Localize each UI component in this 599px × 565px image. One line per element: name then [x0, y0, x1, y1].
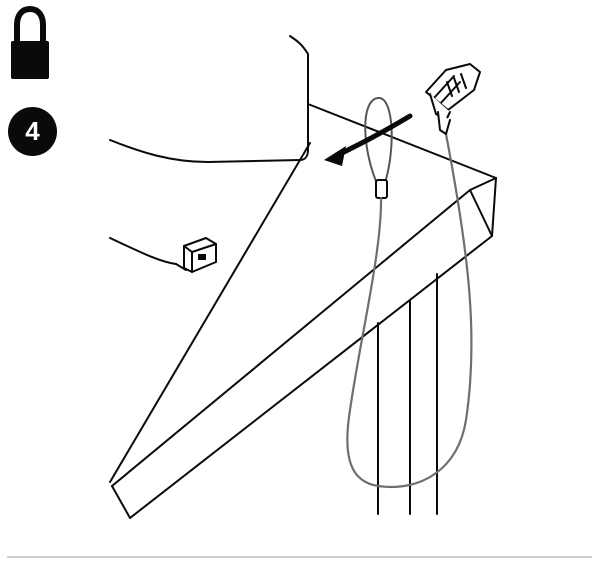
cable-loop — [364, 97, 393, 187]
combination-lock — [425, 63, 481, 135]
table-top — [109, 103, 497, 519]
laptop — [109, 35, 309, 271]
security-slot — [183, 237, 217, 273]
divider — [7, 556, 592, 558]
table-legs — [377, 273, 438, 515]
direction-arrow — [324, 113, 413, 166]
padlock-icon — [11, 5, 49, 79]
cable — [346, 132, 473, 489]
step-number-badge: 4 — [8, 107, 57, 156]
cable-sleeve — [375, 179, 388, 199]
